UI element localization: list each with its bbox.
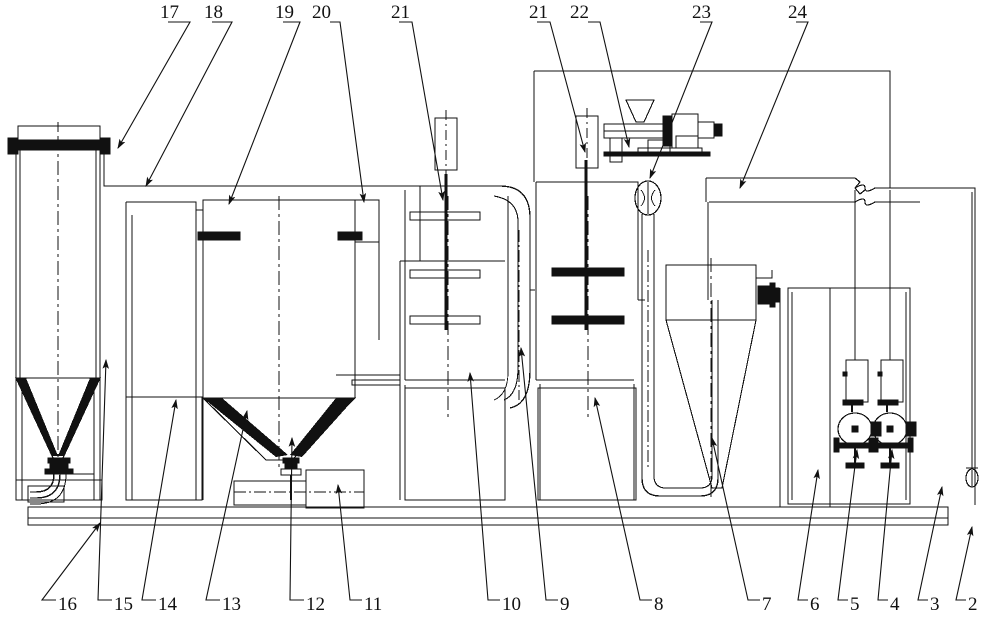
base-skid-frame: [27, 506, 949, 526]
callout-leader-18: [145, 21, 233, 187]
callout-leader-17: [117, 21, 191, 149]
callout-label-7: 7: [762, 594, 772, 615]
callout-label-15: 15: [114, 594, 133, 615]
u-shaped-transfer-pipe: [493, 185, 535, 409]
callout-label-19: 19: [275, 2, 294, 23]
callout-leader-24: [739, 21, 809, 190]
callout-leader-8: [593, 396, 652, 601]
callout-label-24: 24: [788, 2, 808, 23]
callout-label-22: 22: [570, 2, 589, 23]
callout-leader-11: [335, 483, 362, 601]
callout-label-2: 2: [968, 594, 978, 615]
callout-leader-6: [797, 468, 820, 601]
callout-label-8: 8: [654, 594, 664, 615]
drain-valve: [965, 192, 979, 488]
callout-leader-16: [40, 522, 101, 601]
callout-leader-13: [205, 409, 249, 601]
rotary-sight-glass: [634, 180, 662, 216]
callout-leader-19: [228, 21, 301, 206]
callout-label-20: 20: [312, 2, 331, 23]
callout-label-21b: 21: [529, 2, 548, 23]
callout-leader-10: [467, 371, 500, 601]
callout-text-layer: 17 18 19 20 21 21 22 23 24 16 15 14 13 12 11 10 9 8 7 6 5 4 3 2: [58, 2, 978, 615]
bottom-discharge-valve-and-elbow: [27, 457, 95, 505]
flanged-top-cover: [7, 122, 111, 155]
callout-label-17: 17: [160, 2, 179, 23]
callout-label-5: 5: [850, 594, 860, 615]
callout-leader-5: [837, 448, 860, 601]
pump-support-frame: [707, 202, 831, 507]
chemical-storage-tank: [787, 287, 911, 505]
overhead-duct-with-break-lines: [705, 177, 975, 206]
reaction-vessel-with-v-cone-bottom: [125, 196, 401, 501]
agitated-mixing-tank-two-paddles: [535, 108, 645, 501]
dosing-pump-with-motor-1: [833, 190, 882, 469]
callout-label-16: 16: [58, 594, 77, 615]
dosing-pump-with-motor-2: [868, 190, 917, 469]
conical-collection-hopper: [665, 258, 780, 500]
callout-label-4: 4: [890, 594, 900, 615]
callout-leader-15: [97, 358, 112, 601]
callout-leader-23: [649, 21, 713, 180]
callout-label-11: 11: [364, 594, 382, 615]
callout-leader-12: [288, 436, 304, 601]
callout-label-14: 14: [158, 594, 178, 615]
callout-layer: [40, 21, 974, 601]
upper-connecting-pipe: [103, 150, 420, 187]
agitated-mixing-tank-three-paddles: [351, 110, 506, 501]
callout-leader-7: [710, 436, 760, 601]
callout-leader-2: [955, 525, 974, 601]
callout-leader-22: [588, 21, 631, 149]
callout-leader-14: [141, 398, 178, 601]
callout-label-6: 6: [810, 594, 820, 615]
callout-label-13: 13: [222, 594, 241, 615]
callout-leader-4: [877, 448, 895, 601]
callout-label-12: 12: [306, 594, 325, 615]
vertical-filter-vessel-with-cone-bottom: [15, 136, 103, 501]
callout-label-18: 18: [204, 2, 223, 23]
callout-label-3: 3: [930, 594, 940, 615]
screw-feeder-with-hopper-and-gearmotor: [603, 99, 723, 163]
u-shaped-transfer-pipe-2: [641, 214, 719, 497]
callout-label-9: 9: [560, 594, 570, 615]
callout-label-21a: 21: [391, 2, 410, 23]
callout-leader-9: [518, 346, 558, 601]
screw-conveyor-with-drive-motor: [233, 457, 365, 509]
callout-leader-20: [330, 21, 367, 204]
callout-label-10: 10: [502, 594, 521, 615]
callout-leader-21b: [537, 21, 586, 154]
callout-leader-21a: [399, 21, 445, 202]
callout-label-23: 23: [692, 2, 711, 23]
callout-leader-3: [917, 485, 944, 601]
